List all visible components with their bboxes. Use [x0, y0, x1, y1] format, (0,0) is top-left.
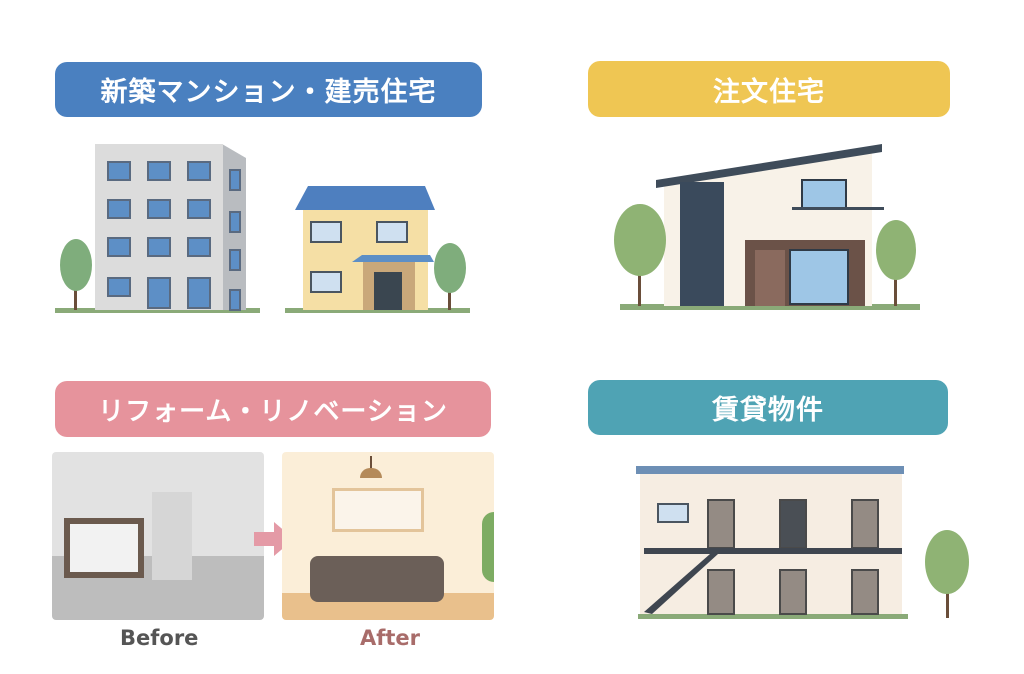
- before-room-image: [52, 452, 264, 620]
- category-badge-rental: 賃貸物件: [588, 380, 948, 435]
- rental-apartment-icon: [636, 466, 969, 619]
- tree-icon: [60, 239, 92, 310]
- tree-icon: [876, 220, 916, 306]
- after-label: After: [360, 626, 421, 650]
- after-room-image: [282, 452, 494, 620]
- category-badge-custom-home: 注文住宅: [588, 61, 950, 117]
- category-badge-new-construction: 新築マンション・建売住宅: [55, 62, 482, 117]
- tree-icon: [925, 530, 969, 618]
- before-label: Before: [120, 626, 199, 650]
- apartment-building-icon: [55, 144, 470, 313]
- category-badge-renovation: リフォーム・リノベーション: [55, 381, 491, 437]
- tree-icon: [614, 204, 666, 306]
- tree-icon: [434, 243, 466, 310]
- modern-house-icon: [614, 144, 920, 310]
